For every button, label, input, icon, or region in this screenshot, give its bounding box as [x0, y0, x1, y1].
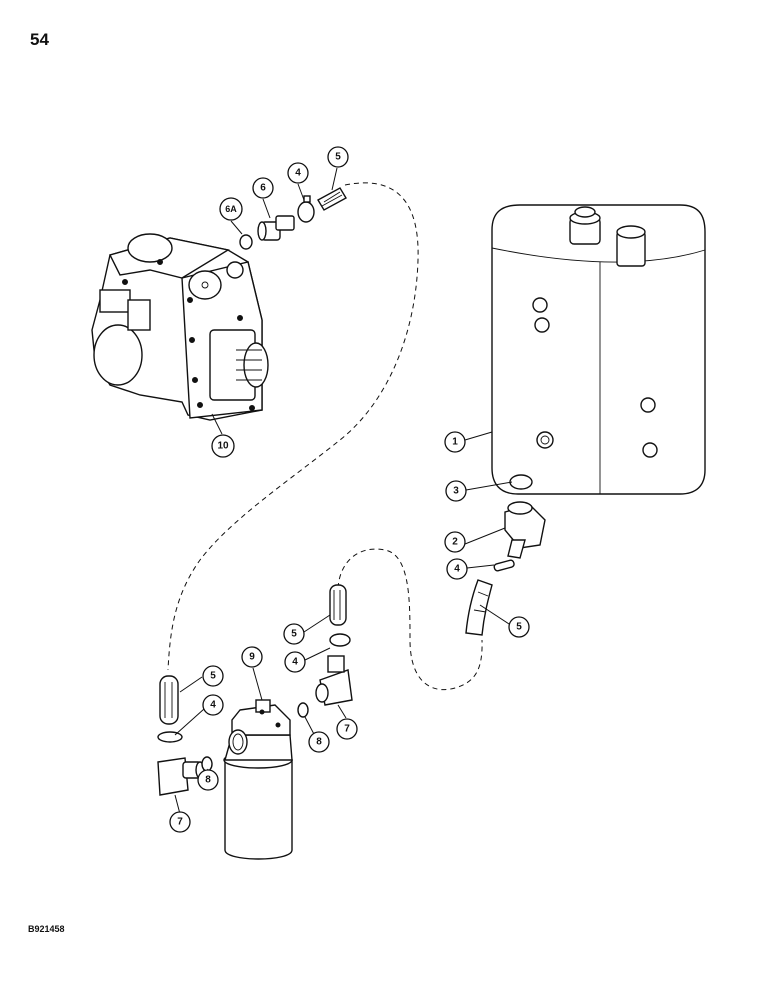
callout-1: 1 [444, 431, 466, 453]
o-ring-6a [239, 234, 253, 250]
elbow-7-left [157, 757, 205, 796]
leader-lines [174, 167, 513, 815]
callout-10: 10 [211, 434, 235, 458]
callout-3: 3 [445, 480, 467, 502]
svg-text:2: 2 [452, 537, 458, 548]
figure-code: B921458 [28, 924, 65, 934]
middle-fittings [297, 584, 353, 718]
callout-5-tank: 5 [508, 616, 530, 638]
svg-text:5: 5 [291, 629, 297, 640]
callout-7-left: 7 [169, 811, 191, 833]
hose-5-pump [317, 187, 347, 211]
page-number: 54 [30, 30, 49, 49]
svg-text:7: 7 [177, 817, 183, 828]
callout-8-left: 8 [197, 769, 219, 791]
callout-9: 9 [241, 646, 263, 668]
callout-8-mid: 8 [308, 731, 330, 753]
svg-text:9: 9 [249, 652, 255, 663]
hose-clamp-4-mid [329, 633, 351, 647]
o-ring-3 [509, 474, 533, 490]
hose-5-tank [465, 579, 493, 636]
tank-fittings [465, 474, 546, 636]
svg-text:10: 10 [217, 441, 229, 452]
o-ring-8-mid [297, 702, 309, 718]
svg-text:5: 5 [335, 152, 341, 163]
callout-7-mid: 7 [336, 718, 358, 740]
svg-text:1: 1 [452, 437, 458, 448]
hose-clamp-4-left [157, 731, 183, 743]
callout-4-mid: 4 [284, 651, 306, 673]
hose-5-left [159, 675, 179, 725]
hydraulic-reservoir [491, 204, 706, 495]
svg-text:7: 7 [344, 724, 350, 735]
callout-6: 6 [252, 177, 274, 199]
svg-text:4: 4 [292, 657, 298, 668]
callout-6a: 6A [219, 197, 243, 221]
o-ring-8-left [201, 756, 213, 772]
callout-4-tank: 4 [446, 558, 468, 580]
svg-text:3: 3 [453, 486, 459, 497]
hose-route-pump-to-filter [167, 182, 419, 671]
fitting-2 [504, 501, 546, 559]
callout-4-pump: 4 [287, 162, 309, 184]
callout-5-left: 5 [202, 665, 224, 687]
callout-4-left: 4 [202, 694, 224, 716]
elbow-7-mid [315, 655, 353, 706]
svg-text:8: 8 [205, 775, 211, 786]
svg-text:4: 4 [295, 168, 301, 179]
svg-text:8: 8 [316, 737, 322, 748]
connector-6 [257, 215, 295, 241]
svg-text:5: 5 [516, 622, 522, 633]
svg-text:6: 6 [260, 183, 266, 194]
pump-fittings [239, 187, 347, 250]
hydrostatic-pump [91, 233, 269, 421]
hose-5-mid [329, 584, 347, 626]
left-fittings [157, 675, 213, 796]
svg-text:6A: 6A [225, 204, 237, 214]
hose-route-filter-to-tank [337, 548, 483, 691]
hose-clamp-4-tank [493, 559, 515, 572]
filter-assembly [223, 699, 293, 860]
callout-5-pump: 5 [327, 146, 349, 168]
callout-2: 2 [444, 531, 466, 553]
svg-text:5: 5 [210, 671, 216, 682]
hose-clamp-4-pump [297, 195, 315, 223]
svg-text:4: 4 [454, 564, 460, 575]
svg-text:4: 4 [210, 700, 216, 711]
callout-5-mid: 5 [283, 623, 305, 645]
